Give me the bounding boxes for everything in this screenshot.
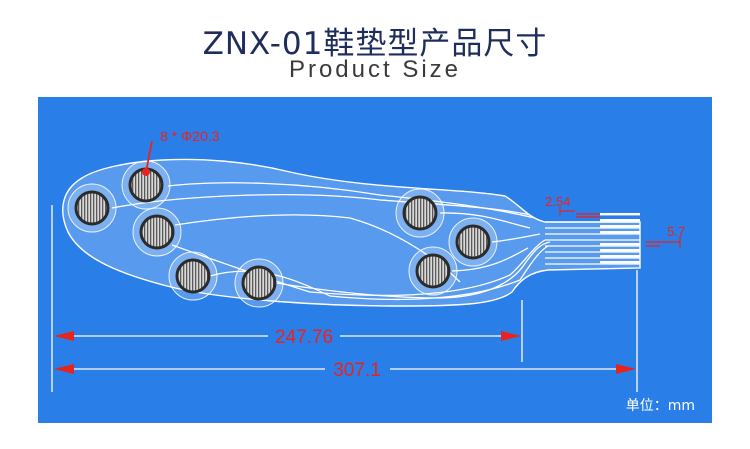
sensor-callout-leader [145, 140, 153, 173]
sensor [241, 265, 277, 301]
sensor [175, 258, 211, 294]
sensor [74, 190, 110, 226]
sensor [139, 214, 175, 250]
width-label: 5.7 [667, 224, 685, 239]
dimension-inner-label: 247.76 [275, 327, 333, 348]
sensors [74, 167, 491, 301]
dimension-outer-label: 307.1 [333, 360, 381, 381]
unit-label: 单位：mm [625, 398, 695, 414]
sensor-traces [111, 182, 640, 301]
sensor [402, 195, 438, 231]
pitch-label: 2.54 [545, 194, 570, 209]
sensor [415, 253, 451, 289]
extension-lines [51, 205, 638, 392]
dimension-inner [54, 331, 521, 341]
connector-pins [600, 213, 640, 264]
dimension-outer [54, 364, 636, 374]
width-callout [646, 236, 681, 248]
sensor-diameter-label: 8 * Φ20.3 [160, 128, 220, 144]
title-cn: ZNX-01鞋垫型产品尺寸 [202, 26, 548, 62]
title-en: Product Size [288, 56, 462, 83]
sensor [455, 224, 491, 260]
pitch-callout [559, 207, 600, 218]
